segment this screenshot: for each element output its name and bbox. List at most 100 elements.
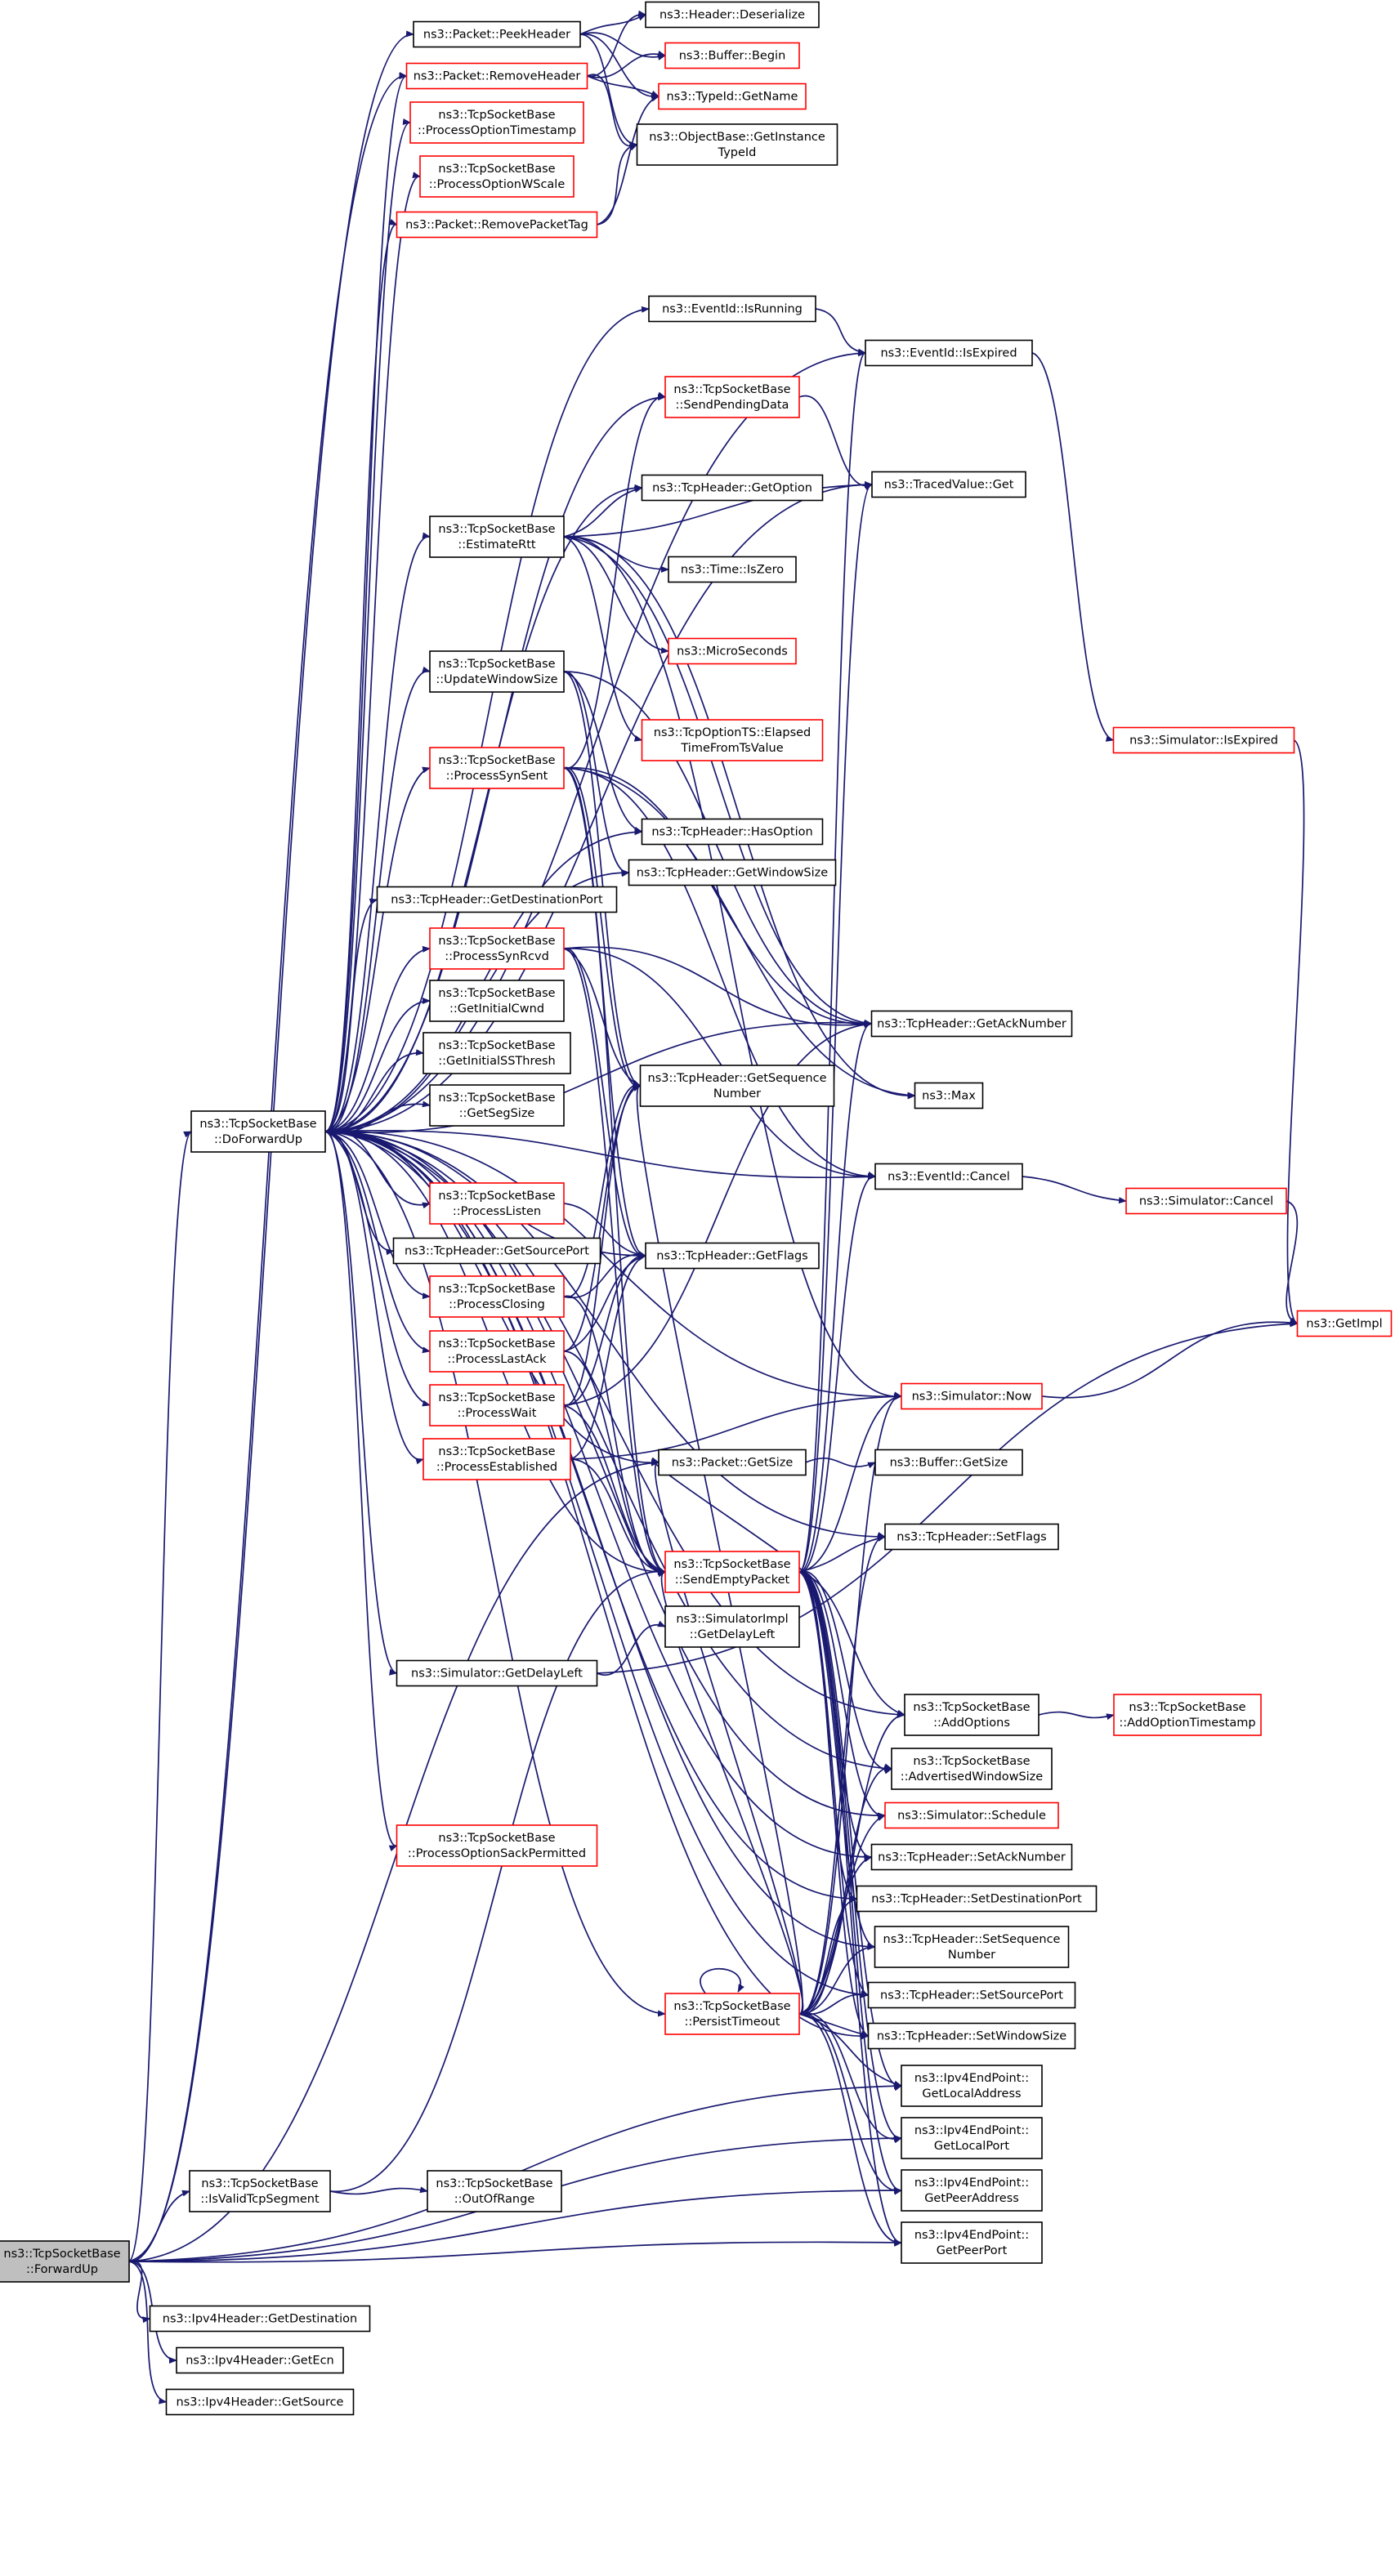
edge-established-to-sendempty [570, 1458, 666, 1575]
node-sendpending[interactable]: ns3::TcpSocketBase::SendPendingData [664, 376, 800, 418]
node-getwinsize[interactable]: ns3::TcpHeader::GetWindowSize [628, 859, 837, 886]
node-bufsize[interactable]: ns3::Buffer::GetSize [874, 1449, 1023, 1476]
node-setsrcport[interactable]: ns3::TcpHeader::SetSourcePort [867, 1981, 1076, 2009]
node-label: GetLocalPort [934, 2140, 1009, 2153]
node-label: ::ForwardUp [26, 2263, 98, 2276]
node-label: ::ProcessLastAck [447, 1353, 547, 1366]
node-persist[interactable]: ns3::TcpSocketBase::PersistTimeout [664, 1993, 800, 2035]
node-closing[interactable]: ns3::TcpSocketBase::ProcessClosing [429, 1275, 565, 1318]
edge-evexpired-to-simexpired [1031, 352, 1115, 742]
node-simimpldelay[interactable]: ns3::SimulatorImpl::GetDelayLeft [664, 1605, 800, 1648]
node-segsize[interactable]: ns3::TcpSocketBase::GetSegSize [429, 1084, 565, 1127]
node-label: ns3::TcpSocketBase [438, 109, 555, 122]
node-label: TimeFromTsValue [680, 742, 783, 755]
node-eppeerport[interactable]: ns3::Ipv4EndPoint::GetPeerPort [901, 2221, 1043, 2264]
node-label: ns3::TcpSocketBase [199, 1118, 316, 1131]
node-sendempty[interactable]: ns3::TcpSocketBase::SendEmptyPacket [664, 1551, 800, 1593]
node-tracedget[interactable]: ns3::TracedValue::Get [871, 471, 1026, 498]
node-eplocalport[interactable]: ns3::Ipv4EndPoint::GetLocalPort [901, 2117, 1043, 2159]
node-hdrdeser[interactable]: ns3::Header::Deserialize [645, 1, 820, 29]
node-fwd[interactable]: ns3::TcpSocketBase::ForwardUp [0, 2240, 130, 2283]
node-initcwnd[interactable]: ns3::TcpSocketBase::GetInitialCwnd [429, 980, 565, 1022]
node-label: ns3::TcpSocketBase [673, 2000, 790, 2013]
node-lastack[interactable]: ns3::TcpSocketBase::ProcessLastAck [429, 1330, 565, 1373]
edge-persist-to-simnow [798, 1391, 902, 2015]
node-advwin[interactable]: ns3::TcpSocketBase::AdvertisedWindowSize [891, 1748, 1053, 1790]
edge-sendempty-to-eplocalport [798, 1571, 902, 2143]
node-getsrcport[interactable]: ns3::TcpHeader::GetSourcePort [392, 1237, 601, 1265]
node-box [429, 1330, 565, 1373]
node-evexpired[interactable]: ns3::EventId::IsExpired [865, 339, 1033, 367]
node-doforward[interactable]: ns3::TcpSocketBase::DoForwardUp [190, 1110, 326, 1153]
node-box [189, 2170, 331, 2212]
node-initssth[interactable]: ns3::TcpSocketBase::GetInitialSSThresh [423, 1032, 571, 1074]
node-timezero[interactable]: ns3::Time::IsZero [668, 556, 797, 583]
node-optts[interactable]: ns3::TcpSocketBase::ProcessOptionTimesta… [409, 101, 584, 144]
node-setwin[interactable]: ns3::TcpHeader::SetWindowSize [867, 2022, 1076, 2050]
node-simdelay[interactable]: ns3::Simulator::GetDelayLeft [396, 1659, 598, 1687]
node-getoption[interactable]: ns3::TcpHeader::GetOption [641, 474, 824, 502]
node-setack[interactable]: ns3::TcpHeader::SetAckNumber [870, 1843, 1073, 1871]
edge-peekheader-to-bufbegin [579, 32, 666, 60]
node-label: TypeId [718, 146, 757, 159]
node-bufbegin[interactable]: ns3::Buffer::Begin [664, 42, 800, 69]
node-removetag[interactable]: ns3::Packet::RemovePacketTag [396, 211, 598, 239]
node-box [901, 2221, 1043, 2264]
node-label: ::ProcessSynSent [446, 770, 548, 783]
node-micro[interactable]: ns3::MicroSeconds [668, 637, 797, 665]
node-synrcvd[interactable]: ns3::TcpSocketBase::ProcessSynRcvd [429, 927, 565, 970]
node-listen[interactable]: ns3::TcpSocketBase::ProcessListen [429, 1182, 565, 1225]
node-setdstport[interactable]: ns3::TcpHeader::SetDestinationPort [856, 1885, 1098, 1913]
node-outofrange[interactable]: ns3::TcpSocketBase::OutOfRange [427, 2170, 562, 2212]
node-ipv4ecn[interactable]: ns3::Ipv4Header::GetEcn [176, 2346, 344, 2374]
edge-synsent-to-getflags [563, 767, 646, 1260]
edge-synrcvd-to-getacknum [563, 946, 873, 1028]
node-hasoption[interactable]: ns3::TcpHeader::HasOption [641, 818, 824, 846]
node-wait[interactable]: ns3::TcpSocketBase::ProcessWait [429, 1384, 565, 1426]
node-eppeeraddr[interactable]: ns3::Ipv4EndPoint::GetPeerAddress [901, 2169, 1043, 2212]
node-istcpseg[interactable]: ns3::TcpSocketBase::IsValidTcpSegment [189, 2170, 331, 2212]
node-addoptts[interactable]: ns3::TcpSocketBase::AddOptionTimestamp [1113, 1694, 1262, 1736]
node-evrunning[interactable]: ns3::EventId::IsRunning [648, 295, 816, 323]
node-optwscale[interactable]: ns3::TcpSocketBase::ProcessOptionWScale [419, 155, 575, 198]
node-getacknum[interactable]: ns3::TcpHeader::GetAckNumber [870, 1010, 1073, 1038]
node-estimatertt[interactable]: ns3::TcpSocketBase::EstimateRtt [429, 516, 565, 558]
node-label: ns3::EventId::IsRunning [662, 303, 803, 316]
node-label: ns3::TcpSocketBase [438, 987, 555, 1000]
edge-listen-to-getflags [563, 1203, 646, 1258]
node-ipv4dest[interactable]: ns3::Ipv4Header::GetDestination [149, 2305, 371, 2333]
node-synsent[interactable]: ns3::TcpSocketBase::ProcessSynSent [429, 747, 565, 789]
node-getimpl[interactable]: ns3::GetImpl [1296, 1310, 1393, 1337]
node-getflags[interactable]: ns3::TcpHeader::GetFlags [645, 1242, 820, 1270]
node-updwin[interactable]: ns3::TcpSocketBase::UpdateWindowSize [429, 650, 565, 693]
node-established[interactable]: ns3::TcpSocketBase::ProcessEstablished [423, 1438, 571, 1480]
node-addoptions[interactable]: ns3::TcpSocketBase::AddOptions [904, 1694, 1040, 1736]
node-simnow[interactable]: ns3::Simulator::Now [901, 1382, 1043, 1410]
node-label: ns3::TcpSocketBase [438, 523, 555, 536]
node-box [427, 2170, 562, 2212]
node-removeheader[interactable]: ns3::Packet::RemoveHeader [405, 62, 588, 90]
edge-removeheader-to-typeidname [587, 75, 659, 97]
node-eplocaladdr[interactable]: ns3::Ipv4EndPoint::GetLocalAddress [901, 2065, 1043, 2107]
node-label: ns3::TcpSocketBase [913, 1755, 1030, 1768]
node-ipv4src[interactable]: ns3::Ipv4Header::GetSource [165, 2388, 355, 2416]
edge-sendempty-to-getacknum [798, 1019, 873, 1573]
node-max[interactable]: ns3::Max [914, 1082, 984, 1109]
edge-fwd-to-ipv4dest [128, 2261, 151, 2324]
node-pktsize[interactable]: ns3::Packet::GetSize [658, 1449, 807, 1476]
node-simcancel[interactable]: ns3::Simulator::Cancel [1125, 1187, 1287, 1215]
node-simexpired[interactable]: ns3::Simulator::IsExpired [1112, 726, 1295, 754]
node-typeidname[interactable]: ns3::TypeId::GetName [658, 83, 807, 110]
edge-doforward-to-addoptions [324, 1131, 905, 1718]
node-getdstport[interactable]: ns3::TcpHeader::GetDestinationPort [376, 886, 618, 913]
node-evcancel[interactable]: ns3::EventId::Cancel [874, 1163, 1023, 1190]
node-peekheader[interactable]: ns3::Packet::PeekHeader [413, 20, 581, 48]
node-setflags[interactable]: ns3::TcpHeader::SetFlags [884, 1523, 1059, 1551]
node-sackperm[interactable]: ns3::TcpSocketBase::ProcessOptionSackPer… [396, 1824, 598, 1867]
node-schedule[interactable]: ns3::Simulator::Schedule [884, 1801, 1059, 1829]
node-box [423, 1032, 571, 1074]
